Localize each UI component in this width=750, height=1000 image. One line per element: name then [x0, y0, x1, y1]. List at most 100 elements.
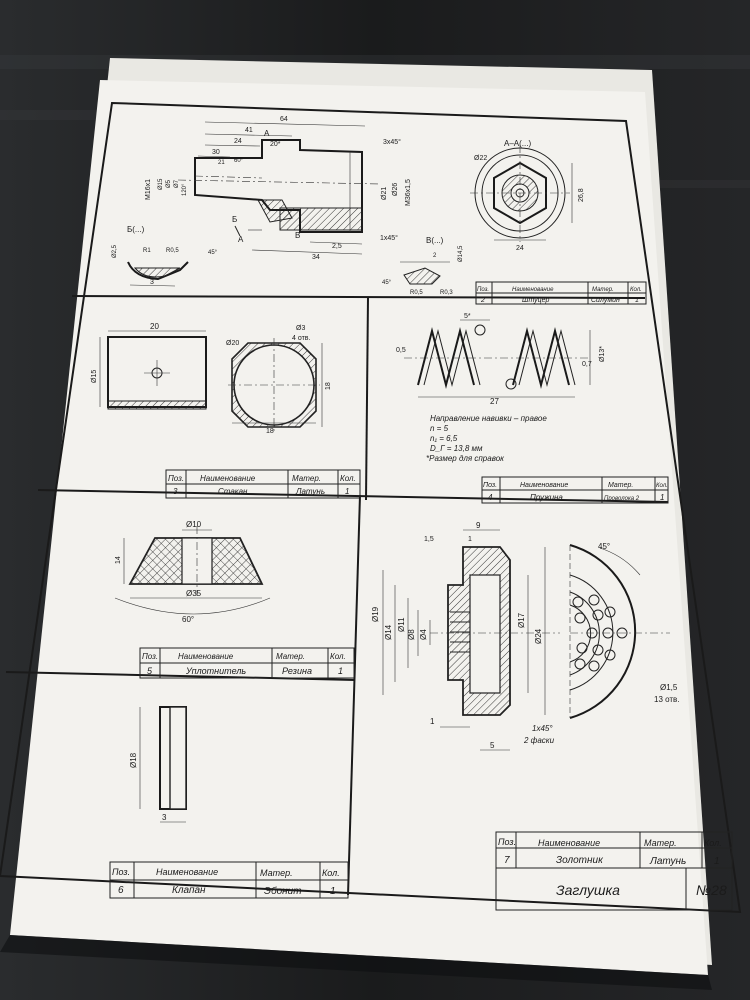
spring-note-dg: D_Г = 13,8 мм [430, 444, 483, 453]
chamfer-1x45-spool: 1х45° [532, 724, 553, 733]
part7-name: Золотник [556, 855, 604, 866]
wire-0-5: 0,5 [396, 347, 406, 354]
reflection-band [640, 180, 750, 188]
dim-64: 64 [280, 116, 288, 123]
drawing-title: Заглушка [556, 882, 620, 898]
dim-20-cup: 20 [150, 322, 159, 331]
view-mark-v: В [295, 231, 300, 240]
dim-1-5: 1,5 [424, 536, 434, 543]
th-mat-7: Матер. [644, 838, 677, 848]
view-mark-b: Б [232, 215, 237, 224]
th-pos-5: Поз. [142, 652, 158, 661]
part2-view-b [127, 261, 189, 287]
section-aa-title: А–А(...) [504, 139, 531, 148]
dia-11: Ø11 [397, 617, 406, 632]
reflection-band [0, 110, 120, 120]
th-name-6: Наименование [156, 867, 218, 877]
th-pos-4: Поз. [483, 482, 497, 489]
dim-18-v: 18 [325, 382, 332, 390]
dim-41: 41 [245, 127, 253, 134]
angle-60-seal: 60° [182, 615, 194, 624]
part4-qty: 1 [660, 493, 664, 502]
part3-pos: 3 [173, 487, 178, 496]
dia-22: Ø22 [474, 155, 487, 162]
th-name-7: Наименование [538, 838, 600, 848]
dim-2-v: 2 [433, 253, 437, 259]
part2-qty: 1 [635, 297, 639, 304]
chamfer-1x45: 1x45° [380, 234, 398, 242]
spring-note-n1: n₁ = 6,5 [430, 434, 458, 443]
table-part3 [165, 469, 361, 499]
th-mat-2: Матер. [592, 287, 614, 293]
part5-pos: 5 [147, 666, 153, 676]
part3-qty: 1 [345, 487, 349, 496]
dia-26: Ø26 [392, 183, 399, 196]
dim-3-b: 3 [150, 279, 154, 286]
thread-m16: M16х1 [145, 179, 152, 200]
dim-3-valve: 3 [162, 813, 167, 822]
dim-24-hex: 24 [516, 245, 524, 252]
th-mat-4: Матер. [608, 482, 633, 489]
part6-qty: 1 [330, 886, 336, 897]
part5-qty: 1 [338, 666, 343, 676]
part7-material: Латунь [649, 856, 686, 867]
dia-20-cup: Ø20 [226, 340, 239, 347]
angle-45-spool: 45° [598, 542, 610, 551]
divider [37, 489, 669, 503]
th-mat-3: Матер. [292, 474, 321, 483]
part2-drawing [177, 121, 381, 255]
part4-drawing [404, 319, 591, 398]
dia-7: Ø7 [174, 179, 180, 188]
part4-material: Проволока 2 [604, 496, 640, 502]
angle-120: 120° [182, 183, 188, 196]
dim-1-bottom: 1 [430, 717, 435, 726]
dia-24: Ø24 [534, 628, 543, 644]
part7-pos: 7 [504, 855, 510, 866]
dia-5: Ø5 [166, 179, 172, 188]
th-mat-6: Матер. [260, 868, 293, 878]
part6-material: Эбонит [264, 885, 302, 897]
dia-15-cup: Ø15 [91, 370, 98, 383]
dia-2-5: Ø2,5 [112, 244, 118, 258]
angle-45-v: 45° [382, 280, 392, 286]
pitch-5: 5* [464, 313, 471, 320]
th-name-3: Наименование [200, 474, 256, 483]
radius-r0-5-v: R0,5 [410, 290, 423, 296]
view-b-title: Б(...) [127, 225, 145, 234]
part2-pos: 2 [480, 297, 485, 304]
dia-17: Ø17 [517, 612, 526, 628]
dim-30: 30 [212, 149, 220, 156]
th-mat-5: Матер. [276, 652, 305, 661]
part7-end-view [569, 544, 670, 719]
divider [71, 295, 646, 299]
dia-10-seal: Ø10 [186, 520, 202, 529]
dim-20: 20* [270, 141, 281, 148]
spring-note-direction: Направление навивки – правое [430, 414, 547, 423]
spring-note-ref: *Размер для справок [426, 454, 505, 463]
part3-drawing [99, 330, 323, 432]
part4-pos: 4 [488, 493, 493, 502]
part2-material: Силумин [591, 297, 620, 304]
holes-13: 13 отв. [654, 695, 680, 704]
th-qty-7: Кол. [704, 838, 722, 848]
thread-m36: M36х1,5 [405, 179, 412, 206]
table-part6 [109, 861, 349, 899]
view-v-title: В(...) [426, 236, 444, 245]
section-mark-a-top: А [264, 129, 270, 138]
dia-8: Ø8 [407, 629, 416, 640]
part6-name: Клапан [172, 885, 206, 896]
section-mark-a-bottom: А [238, 235, 244, 244]
dia-15: Ø15 [158, 178, 164, 190]
radius-r0-5: R0,5 [166, 248, 179, 254]
part3-name: Стакан [218, 487, 248, 496]
th-pos-6: Поз. [112, 867, 130, 877]
table-part7 [495, 831, 733, 911]
table-part5 [139, 647, 355, 679]
length-27: 27 [490, 397, 499, 406]
part6-pos: 6 [118, 885, 124, 896]
part5-material: Резина [282, 666, 312, 676]
dia-14-5: Ø14,5 [458, 245, 464, 262]
table-part2 [475, 281, 647, 305]
dim-26-8: 26,8 [578, 188, 585, 202]
